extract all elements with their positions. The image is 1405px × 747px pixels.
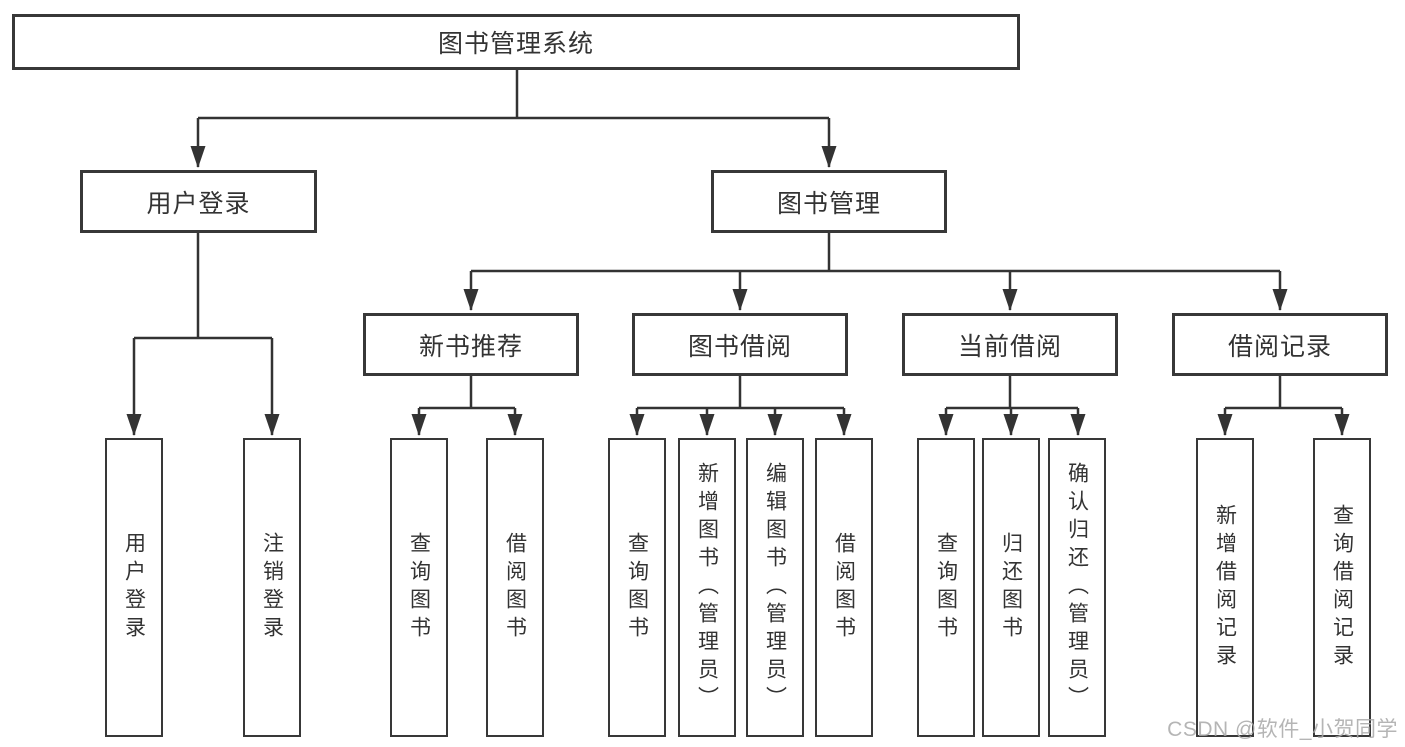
leaf-confirm-return-admin: 确认归还（管理员） — [1048, 438, 1106, 737]
connector-root-to-level2 — [190, 70, 837, 168]
leaf-query-borrow-record: 查询借阅记录 — [1313, 438, 1371, 737]
connector-current-borrowing-to-leaves — [938, 376, 1086, 436]
leaf-user-login: 用户登录 — [105, 438, 163, 737]
leaf-query-books-recommend: 查询图书 — [390, 438, 448, 737]
connector-borrowing-records-to-leaves — [1217, 376, 1350, 436]
node-library-management-system: 图书管理系统 — [12, 14, 1020, 70]
leaf-edit-books-admin: 编辑图书（管理员） — [746, 438, 804, 737]
node-user-login: 用户登录 — [80, 170, 317, 233]
connector-book-management-to-level3 — [463, 233, 1288, 311]
leaf-borrow-books-recommend: 借阅图书 — [486, 438, 544, 737]
leaf-return-books: 归还图书 — [982, 438, 1040, 737]
leaf-add-borrow-record: 新增借阅记录 — [1196, 438, 1254, 737]
node-book-borrowing: 图书借阅 — [632, 313, 848, 376]
leaf-borrow-books: 借阅图书 — [815, 438, 873, 737]
connector-book-borrowing-to-leaves — [629, 376, 852, 436]
node-borrowing-records: 借阅记录 — [1172, 313, 1388, 376]
node-book-management: 图书管理 — [711, 170, 947, 233]
leaf-query-books-current: 查询图书 — [917, 438, 975, 737]
leaf-query-books-borrowing: 查询图书 — [608, 438, 666, 737]
node-new-book-recommendation: 新书推荐 — [363, 313, 579, 376]
connector-new-book-recommendation-to-leaves — [411, 376, 523, 436]
connector-user-login-to-leaves — [126, 233, 280, 436]
leaf-logout: 注销登录 — [243, 438, 301, 737]
leaf-add-books-admin: 新增图书（管理员） — [678, 438, 736, 737]
node-current-borrowing: 当前借阅 — [902, 313, 1118, 376]
